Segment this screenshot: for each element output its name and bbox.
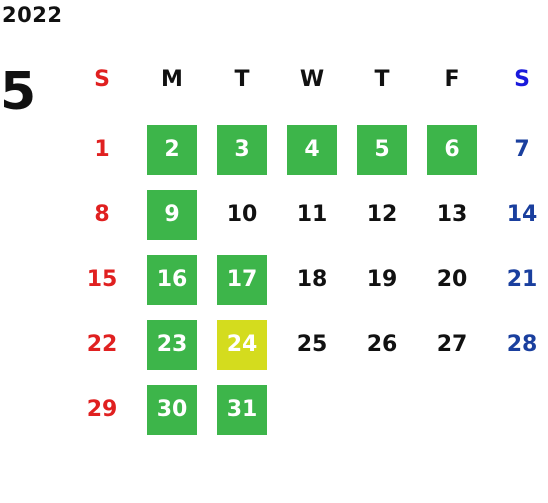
day-cell-20[interactable]: 20 — [436, 267, 468, 292]
weekday-wednesday: W — [299, 67, 325, 92]
day-cell-24[interactable]: 24 — [217, 320, 267, 370]
day-cell-15[interactable]: 15 — [86, 267, 118, 292]
year-label: 2022 — [2, 3, 63, 27]
weekday-thursday: T — [374, 67, 390, 92]
day-cell-9[interactable]: 9 — [147, 190, 197, 240]
weekday-sunday: S — [94, 67, 110, 92]
day-cell-12[interactable]: 12 — [366, 202, 398, 227]
weekday-monday: M — [161, 67, 183, 92]
day-cell-5[interactable]: 5 — [357, 125, 407, 175]
weekday-saturday: S — [514, 67, 530, 92]
day-cell-29[interactable]: 29 — [86, 397, 118, 422]
day-cell-14[interactable]: 14 — [506, 202, 538, 227]
day-cell-8[interactable]: 8 — [94, 202, 110, 227]
day-cell-31[interactable]: 31 — [217, 385, 267, 435]
day-cell-6[interactable]: 6 — [427, 125, 477, 175]
day-cell-4[interactable]: 4 — [287, 125, 337, 175]
day-cell-18[interactable]: 18 — [296, 267, 328, 292]
day-cell-7[interactable]: 7 — [514, 137, 530, 162]
month-number: 5 — [0, 62, 37, 122]
day-cell-10[interactable]: 10 — [226, 202, 258, 227]
weekday-tuesday: T — [234, 67, 250, 92]
day-cell-3[interactable]: 3 — [217, 125, 267, 175]
day-cell-22[interactable]: 22 — [86, 332, 118, 357]
day-cell-13[interactable]: 13 — [436, 202, 468, 227]
day-cell-28[interactable]: 28 — [506, 332, 538, 357]
day-cell-30[interactable]: 30 — [147, 385, 197, 435]
day-cell-11[interactable]: 11 — [296, 202, 328, 227]
day-cell-17[interactable]: 17 — [217, 255, 267, 305]
day-cell-1[interactable]: 1 — [94, 137, 110, 162]
day-cell-25[interactable]: 25 — [296, 332, 328, 357]
day-cell-27[interactable]: 27 — [436, 332, 468, 357]
day-cell-16[interactable]: 16 — [147, 255, 197, 305]
day-cell-19[interactable]: 19 — [366, 267, 398, 292]
day-cell-2[interactable]: 2 — [147, 125, 197, 175]
day-cell-23[interactable]: 23 — [147, 320, 197, 370]
weekday-friday: F — [444, 67, 460, 92]
day-cell-26[interactable]: 26 — [366, 332, 398, 357]
day-cell-21[interactable]: 21 — [506, 267, 538, 292]
